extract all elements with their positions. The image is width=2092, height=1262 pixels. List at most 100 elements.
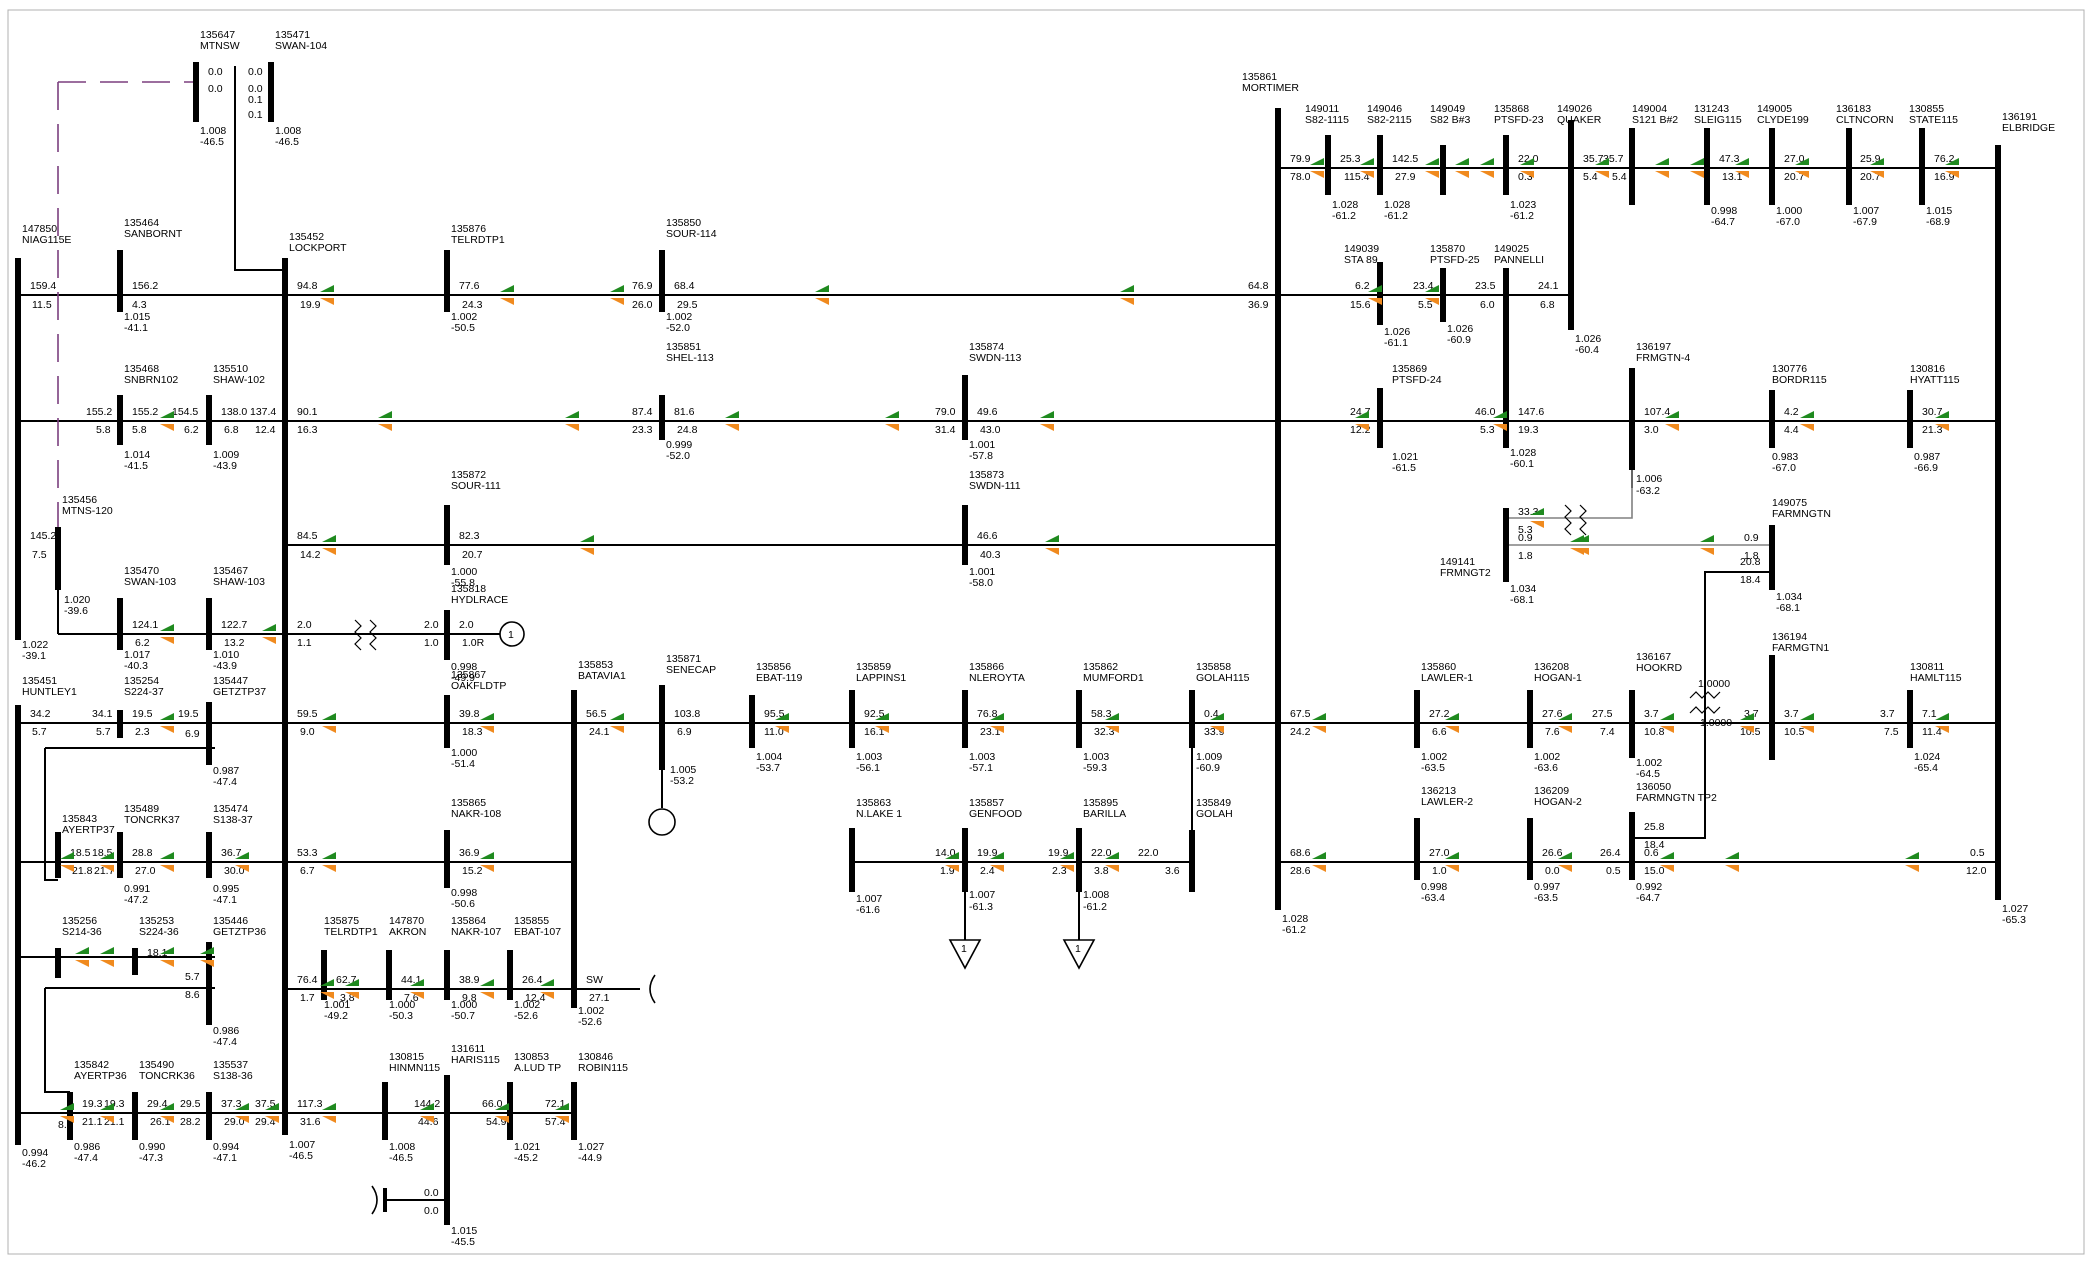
bus-bar-135859[interactable] (849, 690, 855, 748)
bus-bar-135456[interactable] (55, 527, 61, 590)
bus-bar-130846[interactable] (571, 1082, 577, 1140)
flow-arrow-p (815, 285, 829, 292)
bus-bar-136183[interactable] (1846, 128, 1852, 205)
flow-value: 25.8 (1644, 821, 1665, 833)
open-breaker-haris[interactable] (371, 1185, 378, 1215)
bus-bar-136208[interactable] (1527, 690, 1533, 748)
bus-angle: -61.2 (1384, 210, 1408, 222)
bus-bar-130816[interactable] (1907, 390, 1913, 448)
bus-bar-135256[interactable] (55, 948, 61, 978)
bus-bar-135865[interactable] (444, 830, 450, 888)
bus-bar-135452[interactable] (282, 258, 288, 1135)
bus-number: 147850 (22, 223, 57, 235)
open-breaker-batavia[interactable] (649, 974, 656, 1004)
bus-bar-135872[interactable] (444, 505, 450, 565)
bus-bar-131611[interactable] (444, 1075, 450, 1225)
bus-bar-149004[interactable] (1629, 128, 1635, 205)
bus-bar-149005[interactable] (1769, 128, 1775, 205)
bus-bar-135868[interactable] (1503, 135, 1509, 195)
bus-bar-136194[interactable] (1769, 655, 1775, 760)
bus-bar-130811[interactable] (1907, 690, 1913, 748)
bus-bar-135490[interactable] (132, 1092, 138, 1140)
flow-value: 0.5 (1606, 865, 1621, 877)
bus-bar-135856[interactable] (749, 695, 755, 748)
bus-bar-135863[interactable] (849, 828, 855, 892)
bus-bar-149141[interactable] (1503, 508, 1509, 582)
flow-arrow-q (1690, 171, 1704, 178)
flow-value: 103.8 (674, 708, 700, 720)
bus-bar-136209[interactable] (1527, 818, 1533, 880)
bus-bar-149039[interactable] (1377, 262, 1383, 325)
bus-bar-135851[interactable] (659, 395, 665, 440)
generator-senecap[interactable] (648, 808, 676, 836)
bus-bar-135866[interactable] (962, 690, 968, 748)
bus-bar-135843[interactable] (55, 832, 61, 878)
bus-bar-135876[interactable] (444, 250, 450, 312)
bus-bar-135253[interactable] (132, 948, 138, 975)
bus-bar-135537[interactable] (206, 1092, 212, 1140)
flow-arrow-p (1660, 713, 1674, 720)
bus-bar-135467[interactable] (206, 598, 212, 650)
bus-bar-136050[interactable] (1629, 812, 1635, 880)
bus-bar-135464[interactable] (117, 250, 123, 312)
bus-bar-135510[interactable] (206, 395, 212, 445)
bus-bar-149049[interactable] (1440, 145, 1446, 195)
bus-bar-130853[interactable] (507, 1082, 513, 1140)
bus-bar-136213[interactable] (1414, 818, 1420, 880)
load-genfood[interactable] (948, 939, 982, 970)
bus-bar-135254[interactable] (117, 710, 123, 738)
flow-value: 7.5 (1884, 726, 1899, 738)
bus-bar-135818[interactable] (444, 610, 450, 660)
load-barilla[interactable] (1062, 939, 1096, 970)
bus-bar-149011[interactable] (1325, 135, 1331, 195)
bus-bar-149046[interactable] (1377, 135, 1383, 195)
bus-bar-135867[interactable] (444, 695, 450, 748)
bus-bar-149075[interactable] (1769, 525, 1775, 590)
bus-bar-135858[interactable] (1189, 690, 1195, 748)
generator-hydlrace[interactable] (499, 621, 525, 647)
bus-bar-135850[interactable] (659, 250, 665, 312)
bus-bar-135871[interactable] (659, 685, 665, 770)
bus-bar-135489[interactable] (117, 832, 123, 878)
bus-bar-135647[interactable] (193, 62, 199, 122)
bus-bar-149025[interactable] (1503, 268, 1509, 448)
flow-value: 11.0 (764, 726, 784, 738)
bus-bar-135861[interactable] (1275, 108, 1281, 910)
bus-bar-135451[interactable] (15, 705, 21, 1145)
bus-bar-135849[interactable] (1189, 830, 1195, 892)
bus-bar-135875[interactable] (321, 950, 327, 1000)
bus-bar-135470[interactable] (117, 598, 123, 650)
bus-bar-130776[interactable] (1769, 390, 1775, 448)
bus-bar-135895[interactable] (1076, 828, 1082, 892)
bus-bar-130815[interactable] (382, 1082, 388, 1140)
bus-bar-135860[interactable] (1414, 690, 1420, 748)
bus-number: 135470 (124, 565, 159, 577)
bus-bar-135855[interactable] (507, 950, 513, 1000)
bus-bar-135474[interactable] (206, 832, 212, 878)
bus-bar-135447[interactable] (206, 702, 212, 765)
bus-bar-135853[interactable] (571, 690, 577, 1008)
bus-bar-135874[interactable] (962, 375, 968, 440)
bus-name: SOUR-114 (666, 228, 717, 240)
bus-bar-135864[interactable] (444, 950, 450, 1000)
bus-bar-135471[interactable] (268, 62, 274, 122)
bus-bar-131243[interactable] (1704, 128, 1710, 205)
flow-arrow-q (60, 865, 74, 872)
bus-bar-135869[interactable] (1377, 388, 1383, 448)
bus-bar-136191[interactable] (1995, 145, 2001, 900)
bus-angle: -67.9 (1853, 216, 1877, 228)
flow-arrow-q (265, 1116, 279, 1123)
bus-bar-147850[interactable] (15, 258, 21, 640)
bus-bar-136197[interactable] (1629, 368, 1635, 470)
bus-bar-135446[interactable] (206, 942, 212, 1025)
bus-bar-130855[interactable] (1919, 128, 1925, 205)
bus-bar-135870[interactable] (1440, 268, 1446, 322)
bus-bar-147870[interactable] (386, 950, 392, 1000)
bus-bar-136167[interactable] (1629, 690, 1635, 758)
bus-bar-135857[interactable] (962, 828, 968, 892)
bus-bar-135862[interactable] (1076, 690, 1082, 748)
bus-bar-135873[interactable] (962, 505, 968, 565)
bus-bar-135468[interactable] (117, 395, 123, 445)
flow-value: 8.6 (185, 989, 200, 1001)
bus-bar-149026[interactable] (1568, 120, 1574, 330)
